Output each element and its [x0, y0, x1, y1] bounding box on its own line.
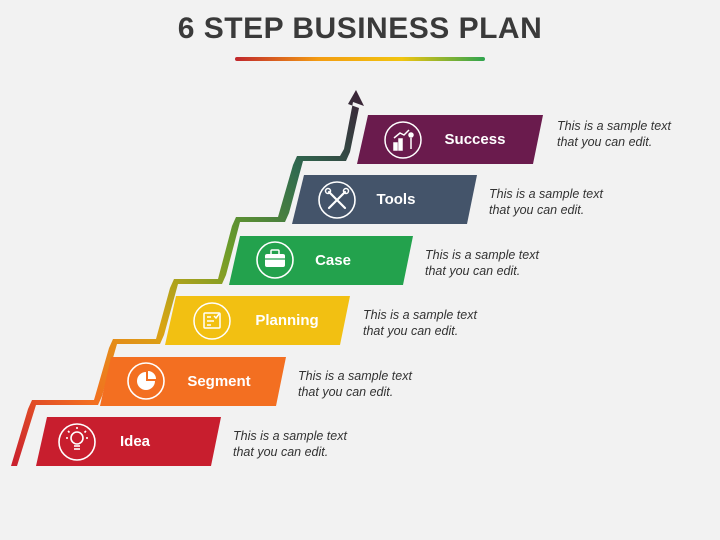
desc-line-1: This is a sample text [489, 187, 603, 201]
desc-tools: This is a sample text that you can edit. [489, 186, 639, 218]
step-bar-success [357, 115, 543, 164]
desc-planning: This is a sample text that you can edit. [363, 307, 513, 339]
desc-line-2: that you can edit. [298, 385, 394, 399]
step-bar-idea [36, 417, 221, 466]
step-bar-planning [165, 296, 350, 345]
desc-line-2: that you can edit. [489, 203, 585, 217]
desc-case: This is a sample text that you can edit. [425, 247, 575, 279]
desc-line-1: This is a sample text [363, 308, 477, 322]
step-label-idea: Idea [119, 433, 150, 450]
desc-segment: This is a sample text that you can edit. [298, 368, 448, 400]
step-label-planning: Planning [255, 312, 319, 329]
briefcase-icon [256, 241, 294, 279]
desc-idea: This is a sample text that you can edit. [233, 428, 383, 460]
desc-line-1: This is a sample text [425, 248, 539, 262]
desc-line-2: that you can edit. [557, 135, 653, 149]
growth-person-icon [384, 121, 422, 159]
step-label-tools: Tools [376, 191, 416, 208]
lightbulb-icon [58, 423, 96, 461]
desc-line-1: This is a sample text [557, 119, 671, 133]
title-underline [235, 57, 485, 61]
desc-line-1: This is a sample text [298, 369, 412, 383]
tools-icon [318, 181, 356, 219]
plan-board-icon [193, 302, 231, 340]
step-label-case: Case [315, 252, 351, 269]
desc-line-1: This is a sample text [233, 429, 347, 443]
desc-line-2: that you can edit. [363, 324, 459, 338]
step-label-success: Success [444, 131, 506, 148]
desc-line-2: that you can edit. [425, 264, 521, 278]
page-title: 6 STEP BUSINESS PLAN [177, 12, 543, 45]
step-label-segment: Segment [187, 373, 251, 390]
desc-success: This is a sample text that you can edit. [557, 118, 707, 150]
step-bar-segment [100, 357, 286, 406]
pie-chart-icon [127, 362, 165, 400]
step-bar-case [229, 236, 413, 285]
step-bar-tools [292, 175, 477, 224]
desc-line-2: that you can edit. [233, 445, 329, 459]
